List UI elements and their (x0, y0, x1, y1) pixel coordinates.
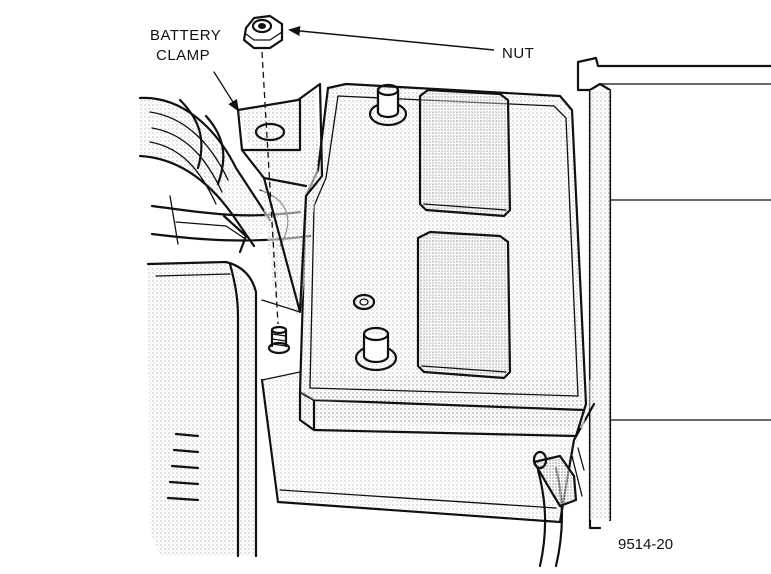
battery-clamp (236, 82, 324, 316)
charge-indicator-eye (352, 293, 376, 311)
alignment-line (261, 51, 279, 325)
power-distribution-center (146, 260, 258, 558)
battery-clamp-label-line1: BATTERY (150, 27, 221, 44)
vent-cap-upper (418, 88, 512, 218)
fender-panel (576, 56, 771, 530)
ground-cable (532, 447, 585, 568)
air-intake-hose (138, 96, 272, 248)
battery-terminal-positive (368, 83, 408, 127)
vent-cap-lower (416, 230, 512, 380)
battery-clamp-label-line2: CLAMP (156, 47, 210, 64)
nut (242, 14, 284, 50)
battery-terminal-negative (354, 326, 398, 372)
figure-code: 9514-20 (618, 536, 673, 553)
nut-leader (288, 25, 495, 51)
nut-label: NUT (502, 45, 534, 62)
hold-down-stud (267, 325, 291, 355)
battery-clamp-leader (213, 71, 240, 112)
